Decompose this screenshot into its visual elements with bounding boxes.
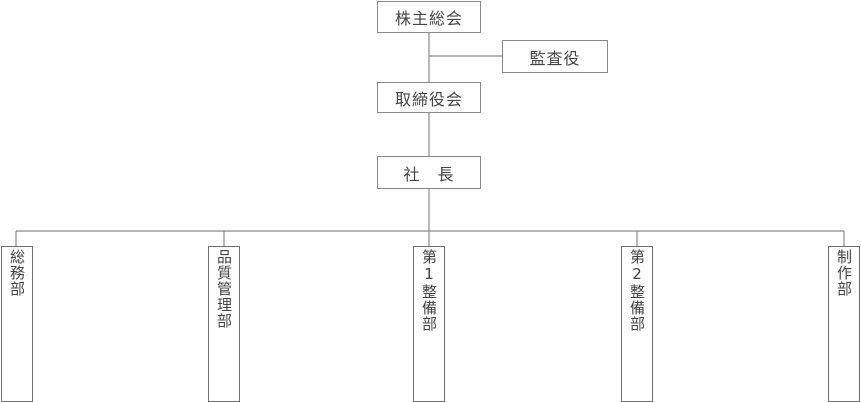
dept-maintenance-1-label: 第1整備部: [420, 249, 438, 332]
dept-general-affairs-label: 総務部: [8, 249, 26, 297]
dept-maintenance-2-label: 第2整備部: [628, 249, 646, 332]
president-label: 社 長: [403, 164, 455, 184]
board-of-directors-box: 取締役会: [377, 82, 481, 113]
dept-general-affairs: 総務部: [1, 246, 33, 402]
dept-production: 制作部: [828, 246, 860, 402]
auditor-label: 監査役: [529, 48, 581, 68]
dept-production-label: 制作部: [835, 249, 853, 297]
president-box: 社 長: [377, 156, 481, 189]
dept-maintenance-2: 第2整備部: [621, 246, 653, 402]
auditor-box: 監査役: [502, 40, 608, 73]
dept-maintenance-1: 第1整備部: [413, 246, 445, 402]
shareholders-meeting-label: 株主総会: [394, 9, 463, 28]
dept-quality-control-label: 品質管理部: [215, 249, 233, 329]
board-of-directors-label: 取締役会: [394, 89, 463, 109]
shareholders-meeting-box: 株主総会: [377, 1, 481, 33]
dept-quality-control: 品質管理部: [208, 246, 240, 402]
